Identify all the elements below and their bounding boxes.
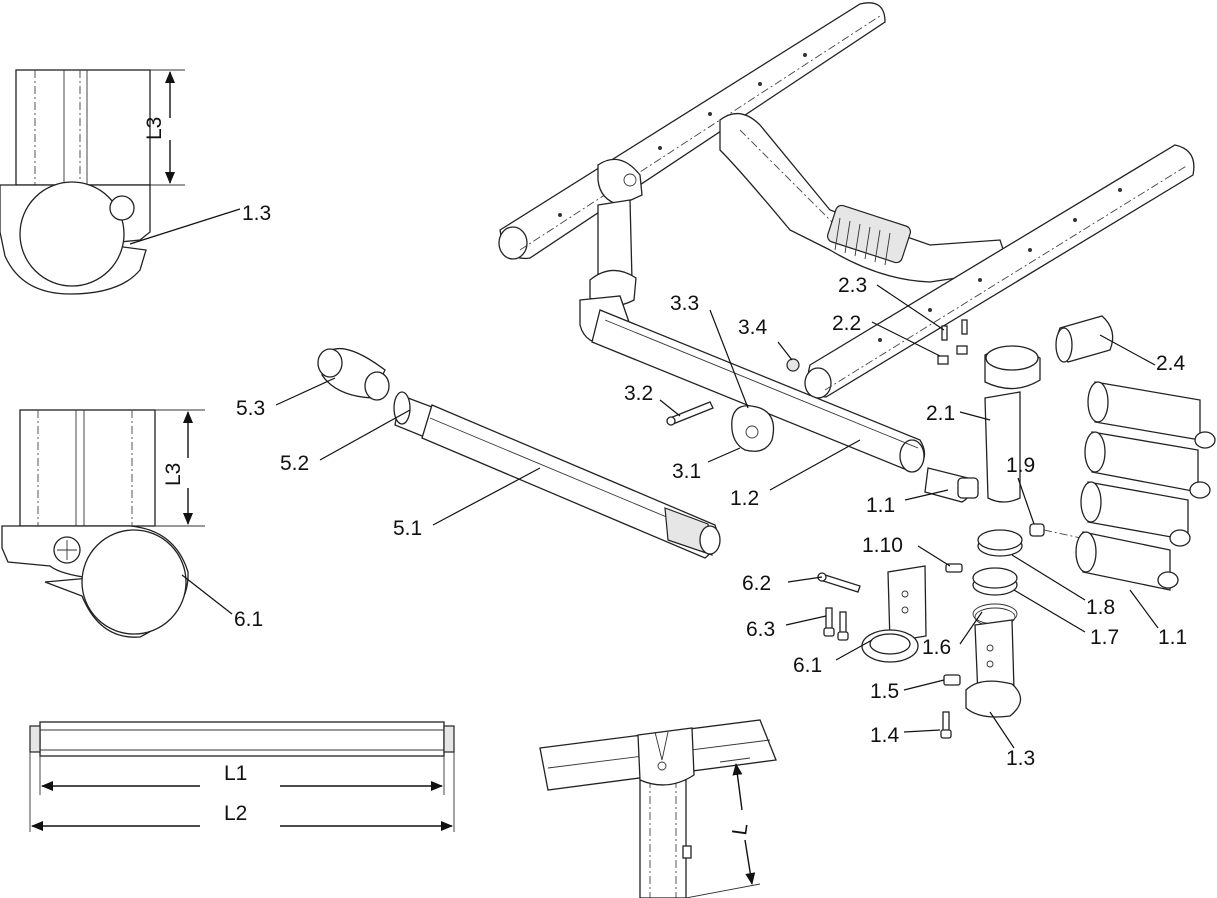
detail-tube-lengths: [29, 721, 455, 832]
label-2-1: 2.1: [926, 402, 955, 425]
label-2-3: 2.3: [838, 274, 867, 297]
sleeve-2-4: [1055, 315, 1114, 363]
sleeve-5-3: [317, 348, 390, 401]
label-6-1: 6.1: [793, 654, 822, 677]
dimension-l: L: [719, 757, 756, 885]
tube-1-2: [591, 309, 926, 473]
clamp-1-3: [965, 619, 1022, 718]
collar-1-7: [972, 567, 1018, 596]
label-1-9: 1.9: [1006, 454, 1035, 477]
callout-labels: 5.3 5.2 5.1 3.3 3.4 3.2 3.1 1.2 2.3 2.2 …: [236, 274, 1187, 770]
detail-t-piece: [539, 719, 777, 898]
label-6-1-detail: 6.1: [234, 608, 263, 631]
detail-clamp-6-1: [1, 409, 189, 638]
label-1-1-stack: 1.1: [1158, 626, 1187, 649]
pin-1-5: [943, 674, 961, 686]
screws-6-3: [823, 607, 849, 641]
end-plug-1-1: [924, 467, 979, 503]
label-l1: L1: [224, 762, 247, 785]
nut-3-4: [786, 358, 800, 372]
stem-2-1: [984, 345, 1041, 503]
label-1-3-detail: 1.3: [242, 202, 271, 225]
pins-2-2: [937, 345, 968, 365]
label-3-1: 3.1: [672, 460, 701, 483]
label-6-3: 6.3: [746, 618, 775, 641]
frame-assembly: [498, 2, 1195, 399]
label-2-4: 2.4: [1156, 352, 1186, 375]
label-5-3: 5.3: [236, 397, 265, 420]
dimension-l1: L1: [41, 762, 443, 791]
label-1-1: 1.1: [866, 494, 895, 517]
screw-1-4: [940, 711, 952, 739]
label-3-4: 3.4: [738, 316, 768, 339]
label-1-8: 1.8: [1086, 596, 1115, 619]
label-3-3: 3.3: [670, 292, 699, 315]
screws-2-3: [941, 319, 968, 341]
detail-clamp-1-3: [0, 69, 151, 295]
label-l3-top: L3: [143, 117, 166, 140]
clamp-3-1: [731, 405, 775, 452]
label-1-7: 1.7: [1090, 626, 1119, 649]
label-5-1: 5.1: [393, 517, 422, 540]
label-2-2: 2.2: [832, 312, 861, 335]
screw-1-9: [1029, 523, 1045, 537]
label-5-2: 5.2: [280, 452, 309, 475]
label-6-2: 6.2: [742, 572, 771, 595]
label-1-6: 1.6: [922, 636, 951, 659]
label-1-5: 1.5: [870, 680, 899, 703]
tube-5-1: [421, 404, 721, 559]
dimension-l3-top: L3: [143, 69, 185, 186]
label-l: L: [728, 822, 752, 837]
pin-6-2: [817, 572, 861, 593]
label-1-3: 1.3: [1006, 747, 1035, 770]
ring-1-8: [977, 529, 1023, 557]
label-1-10: 1.10: [862, 534, 903, 557]
label-3-2: 3.2: [624, 382, 653, 405]
label-l3-mid: L3: [162, 463, 185, 486]
spring: [826, 204, 912, 266]
clamp-6-1: [861, 565, 927, 663]
dimension-l2: L2: [31, 802, 453, 831]
label-1-2: 1.2: [730, 487, 759, 510]
leader-lines: [275, 284, 1159, 749]
label-1-4: 1.4: [870, 724, 900, 747]
label-l2: L2: [224, 802, 247, 825]
dimension-l3-mid: L3: [155, 409, 205, 527]
end-caps-stack: [1075, 381, 1216, 591]
bolt-3-2: [666, 401, 714, 426]
